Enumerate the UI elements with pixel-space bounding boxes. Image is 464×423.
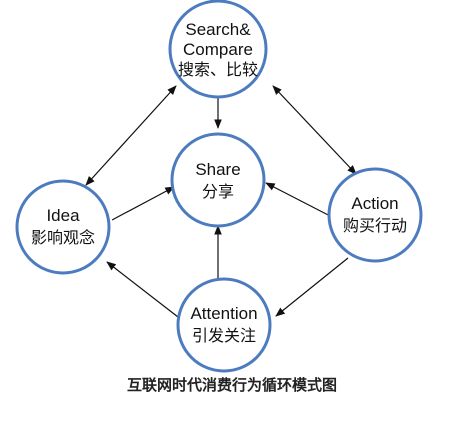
node-share: Share 分享	[170, 132, 266, 228]
search-label-cn: 搜索、比较	[178, 60, 258, 79]
node-idea: Idea 影响观念	[15, 179, 111, 275]
arrow-action-to-attention	[275, 257, 349, 317]
attention-circle	[176, 277, 272, 373]
node-search-compare: Search& Compare 搜索、比较	[168, 0, 268, 99]
share-circle	[170, 132, 266, 228]
arrow-attention-to-idea	[106, 261, 179, 318]
diagram-caption: 互联网时代消费行为循环模式图	[126, 376, 337, 394]
share-label-en: Share	[195, 160, 240, 179]
action-label-cn: 购买行动	[343, 216, 407, 235]
node-action: Action 购买行动	[327, 167, 423, 263]
search-compare-circle	[168, 0, 268, 99]
arrow-action-to-share	[265, 182, 335, 219]
arrow-search-action	[272, 85, 357, 175]
share-label-cn: 分享	[202, 182, 234, 201]
idea-label-en: Idea	[46, 206, 80, 225]
search-label-line2: Compare	[183, 40, 253, 59]
node-attention: Attention 引发关注	[176, 277, 272, 373]
arrow-idea-to-share	[111, 186, 175, 221]
search-label-line1: Search&	[185, 20, 251, 39]
idea-label-cn: 影响观念	[31, 228, 95, 247]
action-label-en: Action	[351, 194, 398, 213]
attention-label-en: Attention	[190, 304, 257, 323]
action-circle	[327, 167, 423, 263]
attention-label-cn: 引发关注	[192, 326, 256, 345]
idea-circle	[15, 179, 111, 275]
arrow-idea-search	[85, 85, 177, 186]
